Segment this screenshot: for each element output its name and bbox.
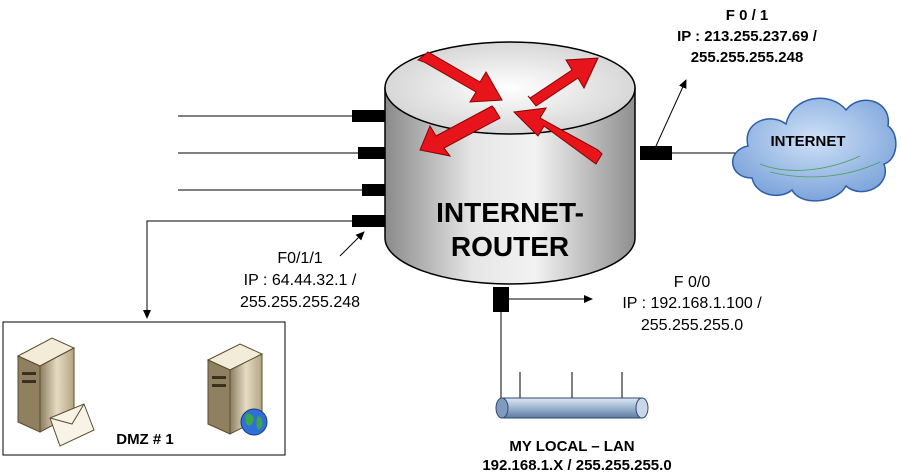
router-title-line1: INTERNET- <box>436 197 584 228</box>
lan-iface-name: F 0/0 <box>674 274 711 291</box>
lan-subnet: 192.168.1.X / 255.255.255.0 <box>482 457 671 474</box>
incoming-links <box>178 115 362 191</box>
dmz-label-pointer <box>339 231 365 257</box>
wan-label-pointer <box>655 79 687 147</box>
port-dmz <box>352 215 385 227</box>
port-left-1 <box>352 110 385 122</box>
port-left-2 <box>358 147 385 159</box>
internet-cloud-icon <box>731 97 897 202</box>
lan-iface-mask: 255.255.255.0 <box>641 317 743 334</box>
port-lan <box>493 287 509 312</box>
dmz-label: DMZ # 1 <box>116 431 174 448</box>
port-wan <box>640 146 672 160</box>
mail-server-icon[interactable] <box>16 337 95 447</box>
dmz-iface-ip: IP : 64.44.32.1 / <box>244 272 357 289</box>
dmz-link <box>143 220 352 319</box>
web-server-icon[interactable] <box>206 343 268 436</box>
wan-iface-name: F 0 / 1 <box>726 7 769 24</box>
wan-iface-mask: 255.255.255.248 <box>691 49 804 66</box>
lan-iface-ip: IP : 192.168.1.100 / <box>622 295 762 312</box>
wan-iface-ip: IP : 213.255.237.69 / <box>677 28 818 45</box>
lan-label: MY LOCAL – LAN <box>509 438 634 455</box>
router-ports <box>352 110 672 312</box>
dmz-iface-mask: 255.255.255.248 <box>240 294 360 311</box>
lan-bus <box>495 372 649 419</box>
router-title-line2: ROUTER <box>451 231 569 262</box>
port-left-3 <box>362 184 385 196</box>
router-arrows-icon <box>416 51 603 165</box>
dmz-iface-name: F0/1/1 <box>277 250 322 267</box>
internet-label: INTERNET <box>771 133 846 150</box>
